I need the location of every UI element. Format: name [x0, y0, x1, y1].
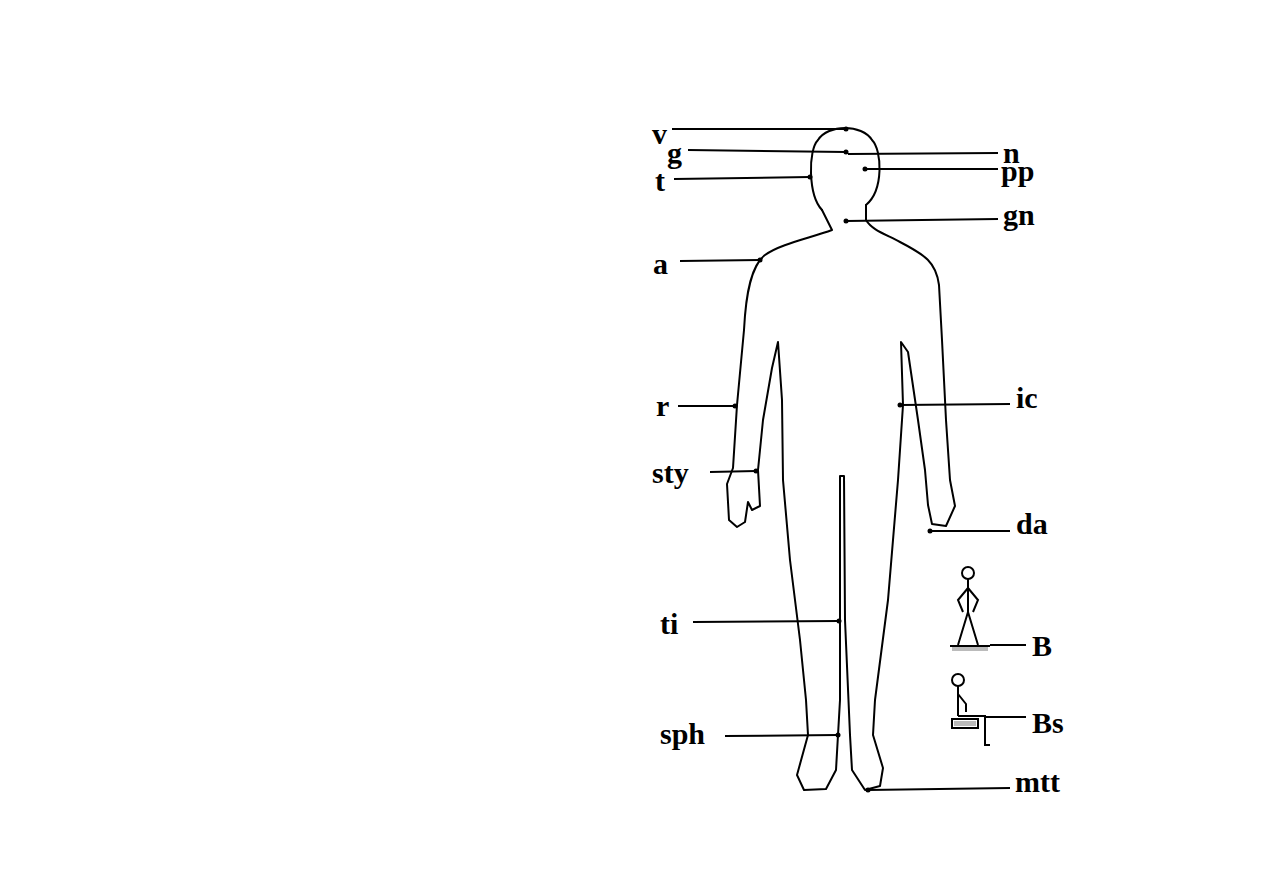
landmark-label: g	[667, 138, 682, 168]
leader-line	[710, 471, 756, 472]
landmark-dot	[863, 167, 868, 172]
landmark-label: gn	[1003, 200, 1035, 230]
leader-line	[693, 621, 839, 622]
leader-line	[985, 716, 1026, 718]
landmark-label: sty	[652, 458, 689, 488]
landmark-label: ic	[1016, 383, 1038, 413]
landmark-label: v	[652, 119, 667, 149]
leader-line	[680, 260, 760, 261]
landmark-dot	[898, 403, 903, 408]
landmark-label: ti	[660, 609, 678, 639]
landmark-dot	[758, 258, 763, 263]
landmark-dot	[836, 733, 841, 738]
landmark-label: sph	[660, 719, 705, 749]
landmark-dot	[754, 469, 759, 474]
landmark-label: a	[653, 249, 668, 279]
landmark-dot	[844, 150, 849, 155]
leader-line	[674, 177, 810, 179]
landmark-dot	[928, 529, 933, 534]
landmark-dot	[844, 219, 849, 224]
landmark-dot	[808, 175, 813, 180]
leader-line	[725, 735, 838, 736]
landmark-dot	[844, 127, 849, 132]
floor-base	[952, 647, 988, 651]
landmark-dot	[733, 404, 738, 409]
leader-line	[846, 219, 998, 221]
standing-figure	[950, 567, 990, 646]
seat-fill	[954, 721, 976, 726]
leader-line	[672, 128, 846, 130]
leader-line	[900, 404, 1010, 405]
leader-line	[868, 788, 1010, 790]
leader-line	[678, 405, 735, 407]
landmark-label: B	[1032, 631, 1052, 661]
leader-line	[688, 150, 846, 152]
landmark-label: mtt	[1015, 767, 1060, 797]
landmark-dot	[866, 788, 871, 793]
leader-line	[848, 153, 998, 154]
leader-line	[930, 530, 1010, 532]
landmark-label: da	[1016, 509, 1048, 539]
leader-line	[865, 168, 998, 170]
landmark-label: pp	[1001, 156, 1034, 186]
leader-line	[990, 644, 1026, 646]
landmark-dot	[837, 619, 842, 624]
body-outline	[727, 205, 955, 790]
seated-figure	[952, 674, 990, 745]
landmark-label: r	[656, 391, 669, 421]
landmark-label: Bs	[1032, 708, 1064, 738]
landmark-label: t	[655, 166, 665, 196]
